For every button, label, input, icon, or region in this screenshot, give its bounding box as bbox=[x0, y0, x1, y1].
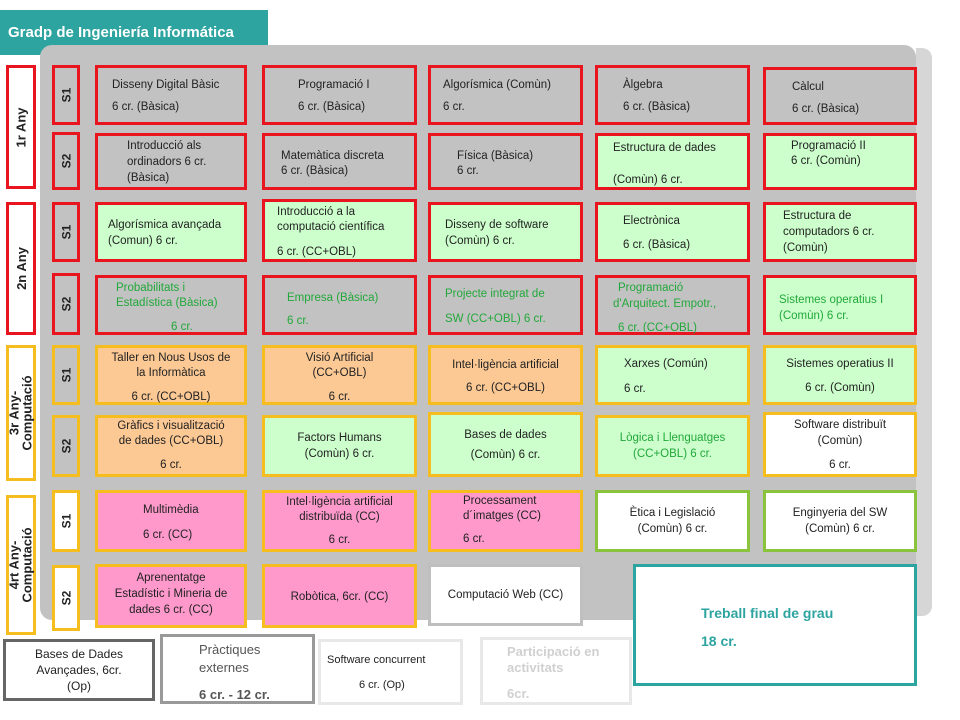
course-box: Multimèdia 6 cr. (CC) bbox=[95, 490, 247, 552]
semester-label: S2 bbox=[52, 415, 80, 477]
course-box: Aprenentatge Estadístic i Mineria de dad… bbox=[95, 564, 247, 628]
year-label-2: 2n Any bbox=[6, 202, 36, 335]
course-box: Bases de dades (Comùn) 6 cr. bbox=[428, 412, 583, 477]
course-box: Visió Artificial (CC+OBL) 6 cr. bbox=[262, 345, 417, 405]
course-box: Programació II 6 cr. (Comùn) bbox=[763, 133, 917, 190]
course-box: Matemàtica discreta 6 cr. (Bàsica) bbox=[262, 133, 417, 190]
course-box: Programació d'Arquitect. Empotr., 6 cr. … bbox=[595, 275, 750, 335]
course-box: Disseny de software (Comùn) 6 cr. bbox=[428, 202, 583, 262]
year-label-4: 4rt Any- Computació bbox=[6, 495, 36, 635]
title-text: Gradp de Ingeniería Informática bbox=[8, 24, 234, 41]
course-box: Processament d´imatges (CC) 6 cr. bbox=[428, 490, 583, 552]
course-box: Gràfics i visualització de dades (CC+OBL… bbox=[95, 415, 247, 477]
course-box: Lògica i Llenguatges (CC+OBL) 6 cr. bbox=[595, 415, 750, 477]
course-box: Electrònica 6 cr. (Bàsica) bbox=[595, 202, 750, 262]
course-box: Ètica i Legislació (Comùn) 6 cr. bbox=[595, 490, 750, 552]
course-box: Factors Humans (Comùn) 6 cr. bbox=[262, 415, 417, 477]
optional-course-box: Software concurrent 6 cr. (Op) bbox=[318, 639, 463, 705]
course-box: Estructura de dades (Comùn) 6 cr. bbox=[595, 133, 750, 190]
semester-label: S2 bbox=[52, 132, 80, 190]
course-box: Disseny Digital Bàsic 6 cr. (Bàsica) bbox=[95, 65, 247, 125]
course-box: Xarxes (Común) 6 cr. bbox=[595, 345, 750, 405]
semester-label: S1 bbox=[52, 65, 80, 125]
course-box: Empresa (Bàsica) 6 cr. bbox=[262, 275, 417, 335]
course-box: Algorísmica (Comùn) 6 cr. bbox=[428, 65, 583, 125]
course-box: Intel·ligència artificial 6 cr. (CC+OBL) bbox=[428, 345, 583, 405]
course-box: Computació Web (CC) bbox=[428, 564, 583, 626]
course-box: Projecte integrat de SW (CC+OBL) 6 cr. bbox=[428, 275, 583, 335]
course-box: Introducció als ordinadors 6 cr. (Bàsica… bbox=[95, 133, 247, 190]
course-box: Taller en Nous Usos de la Informàtica 6 … bbox=[95, 345, 247, 405]
course-box: Càlcul 6 cr. (Bàsica) bbox=[763, 67, 917, 125]
semester-label: S1 bbox=[52, 490, 80, 552]
semester-label: S1 bbox=[52, 345, 80, 405]
course-box: Estructura de computadors 6 cr. (Comùn) bbox=[763, 202, 917, 262]
course-box: Probabilitats i Estadística (Bàsica) 6 c… bbox=[95, 275, 247, 335]
semester-label: S2 bbox=[52, 273, 80, 335]
course-box: Enginyeria del SW (Comùn) 6 cr. bbox=[763, 490, 917, 552]
course-box: Sistemes operatius I (Comùn) 6 cr. bbox=[763, 275, 917, 335]
course-box: Programació I 6 cr. (Bàsica) bbox=[262, 65, 417, 125]
year-label-3: 3r Any- Computació bbox=[6, 345, 36, 481]
panel-edge bbox=[916, 48, 932, 616]
optional-course-box: Bases de Dades Avançades, 6cr. (Op) bbox=[3, 639, 155, 701]
optional-course-box: Pràctiques externes 6 cr. - 12 cr. bbox=[160, 634, 315, 704]
year-label-1: 1r Any bbox=[6, 65, 36, 189]
course-box: Algorísmica avançada (Comun) 6 cr. bbox=[95, 202, 247, 262]
course-box: Àlgebra 6 cr. (Bàsica) bbox=[595, 65, 750, 125]
semester-label: S2 bbox=[52, 565, 80, 631]
course-box: Física (Bàsica) 6 cr. bbox=[428, 133, 583, 190]
course-box: Robòtica, 6cr. (CC) bbox=[262, 564, 417, 628]
optional-course-box: Participació en activitats 6cr. bbox=[480, 637, 632, 705]
course-box: Software distribuït (Comùn) 6 cr. bbox=[763, 412, 917, 477]
final-project-box: Treball final de grau 18 cr. bbox=[633, 564, 917, 686]
course-box: Introducció a la computació científica 6… bbox=[262, 199, 417, 262]
course-box: Intel·ligència artificial distribuïda (C… bbox=[262, 490, 417, 552]
course-box: Sistemes operatius II 6 cr. (Comùn) bbox=[763, 345, 917, 405]
semester-label: S1 bbox=[52, 202, 80, 262]
